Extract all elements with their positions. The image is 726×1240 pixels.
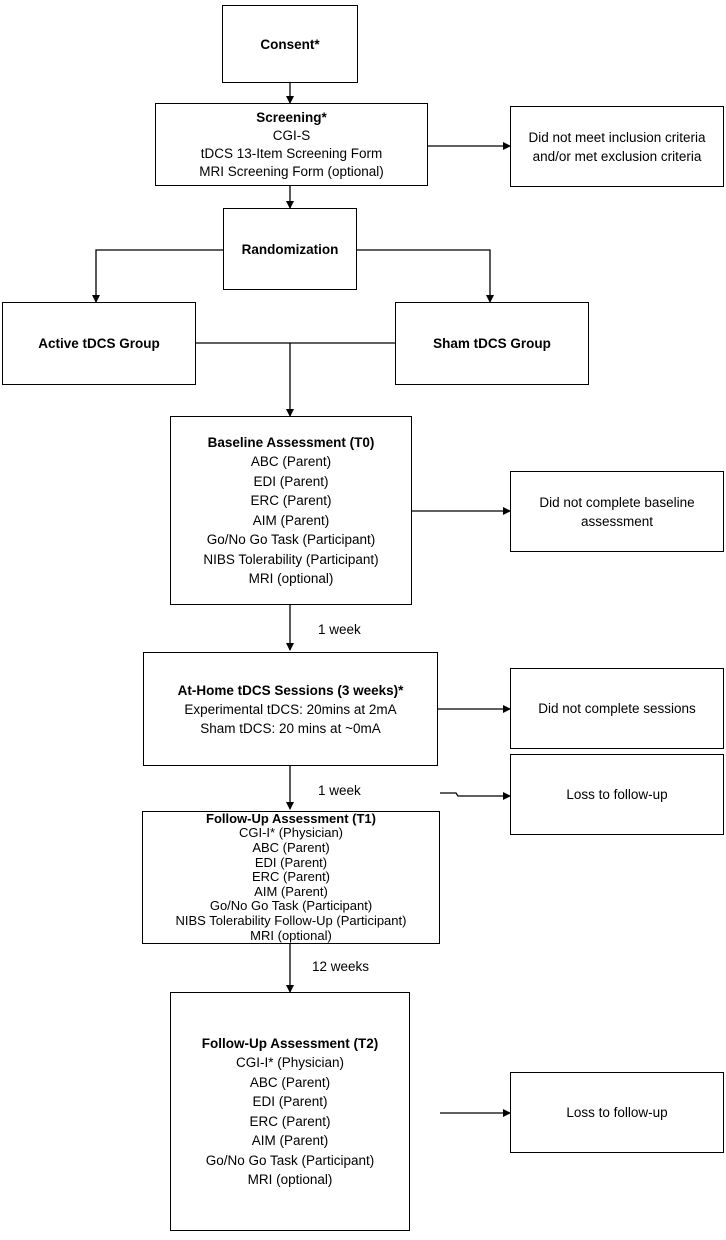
arrow-t1-exclusion	[440, 792, 511, 800]
baseline-exclusion-box: Did not complete baseline assessment	[510, 471, 724, 552]
branch-sham	[357, 249, 494, 303]
followup-t1-item: NIBS Tolerability Follow-Up (Participant…	[175, 912, 407, 928]
baseline-item: ERC (Parent)	[250, 493, 332, 508]
followup-t2-box: Follow-Up Assessment (T2) CGI-I* (Physic…	[170, 992, 410, 1231]
followup-t1-item: ABC (Parent)	[252, 840, 330, 856]
followup-t2-item: Go/No Go Task (Participant)	[205, 1152, 375, 1168]
screening-exclusion-line: and/or met exclusion criteria	[532, 148, 702, 164]
randomization-box: Randomization	[223, 208, 357, 290]
sham-group-box: Sham tDCS Group	[395, 302, 589, 385]
t1-exclusion-box: Loss to follow-up	[510, 754, 724, 835]
screening-title: Screening*	[256, 109, 327, 125]
baseline-title: Baseline Assessment (T0)	[207, 434, 375, 450]
baseline-item: AIM (Parent)	[252, 512, 330, 528]
followup-t2-item: EDI (Parent)	[252, 1094, 328, 1109]
interval-label: 1 week	[318, 622, 361, 637]
followup-t2-item: AIM (Parent)	[251, 1133, 329, 1148]
screening-item: MRI Screening Form (optional)	[199, 163, 384, 179]
sessions-item: Sham tDCS: 20 mins at ~0mA	[200, 720, 381, 736]
screening-item: CGI-S	[272, 127, 311, 143]
baseline-item: MRI (optional)	[248, 571, 334, 586]
active-group-title: Active tDCS Group	[38, 336, 160, 351]
baseline-item: Go/No Go Task (Participant)	[206, 532, 376, 547]
screening-box: Screening* CGI-S tDCS 13-Item Screening …	[155, 103, 428, 186]
followup-t1-box: Follow-Up Assessment (T1) CGI-I* (Physic…	[142, 811, 440, 944]
screening-exclusion-line: Did not meet inclusion criteria	[528, 129, 706, 145]
sessions-exclusion-line: Did not complete sessions	[538, 701, 696, 716]
t2-exclusion-line: Loss to follow-up	[566, 1105, 668, 1120]
randomization-title: Randomization	[241, 241, 339, 257]
followup-t2-item: CGI-I* (Physician)	[235, 1055, 345, 1070]
followup-t1-item: Go/No Go Task (Participant)	[209, 898, 373, 914]
consent-title: Consent*	[260, 36, 320, 52]
sessions-title: At-Home tDCS Sessions (3 weeks)*	[177, 682, 404, 698]
interval-label: 1 week	[318, 783, 361, 798]
screening-exclusion-box: Did not meet inclusion criteria and/or m…	[510, 106, 724, 187]
followup-t2-title: Follow-Up Assessment (T2)	[201, 1035, 379, 1051]
followup-t2-item: ERC (Parent)	[249, 1113, 331, 1129]
sessions-box: At-Home tDCS Sessions (3 weeks)* Experim…	[143, 652, 438, 766]
followup-t1-item: CGI-I* (Physician)	[238, 825, 344, 841]
baseline-item: EDI (Parent)	[253, 473, 329, 489]
sessions-exclusion-box: Did not complete sessions	[510, 668, 724, 749]
t2-exclusion-box: Loss to follow-up	[510, 1072, 724, 1153]
sessions-item: Experimental tDCS: 20mins at 2mA	[184, 701, 397, 717]
consent-box: Consent*	[222, 5, 358, 83]
followup-t1-item: MRI (optional)	[250, 927, 332, 943]
followup-t2-item: MRI (optional)	[247, 1172, 333, 1187]
followup-t1-item: EDI (Parent)	[254, 854, 328, 870]
baseline-item: ABC (Parent)	[250, 454, 332, 469]
t1-exclusion-line: Loss to follow-up	[566, 787, 668, 802]
followup-t1-item: AIM (Parent)	[254, 883, 328, 899]
interval-label: 12 weeks	[312, 959, 370, 974]
sham-group-title: Sham tDCS Group	[433, 336, 551, 351]
baseline-box: Baseline Assessment (T0) ABC (Parent) ED…	[170, 416, 412, 605]
followup-t2-item: ABC (Parent)	[249, 1074, 331, 1090]
baseline-exclusion-line: assessment	[580, 513, 654, 529]
baseline-item: NIBS Tolerability (Participant)	[203, 551, 379, 567]
screening-item: tDCS 13-Item Screening Form	[200, 145, 383, 161]
followup-t1-title: Follow-Up Assessment (T1)	[206, 810, 376, 826]
branch-active	[92, 249, 223, 303]
baseline-exclusion-line: Did not complete baseline	[539, 494, 695, 510]
followup-t1-item: ERC (Parent)	[251, 869, 331, 885]
active-group-box: Active tDCS Group	[2, 302, 196, 385]
